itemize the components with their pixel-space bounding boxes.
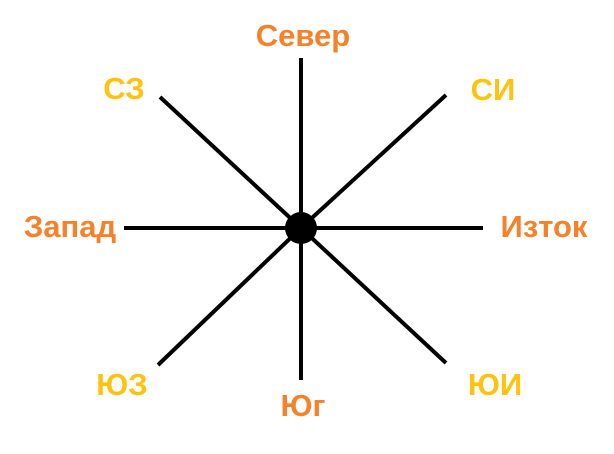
line-northeast <box>299 93 448 230</box>
label-north: Север <box>256 18 350 53</box>
label-northwest: СЗ <box>103 71 144 106</box>
label-west: Запад <box>24 209 117 244</box>
label-southeast: ЮИ <box>468 367 522 402</box>
line-northwest <box>158 95 303 230</box>
line-southeast <box>299 226 448 365</box>
center-dot <box>285 212 317 244</box>
label-east: Изток <box>501 209 588 244</box>
label-northeast: СИ <box>471 72 516 107</box>
label-south: Юг <box>281 388 326 423</box>
label-southwest: ЮЗ <box>96 367 147 402</box>
compass-lines <box>124 58 483 380</box>
line-southwest <box>156 226 303 367</box>
